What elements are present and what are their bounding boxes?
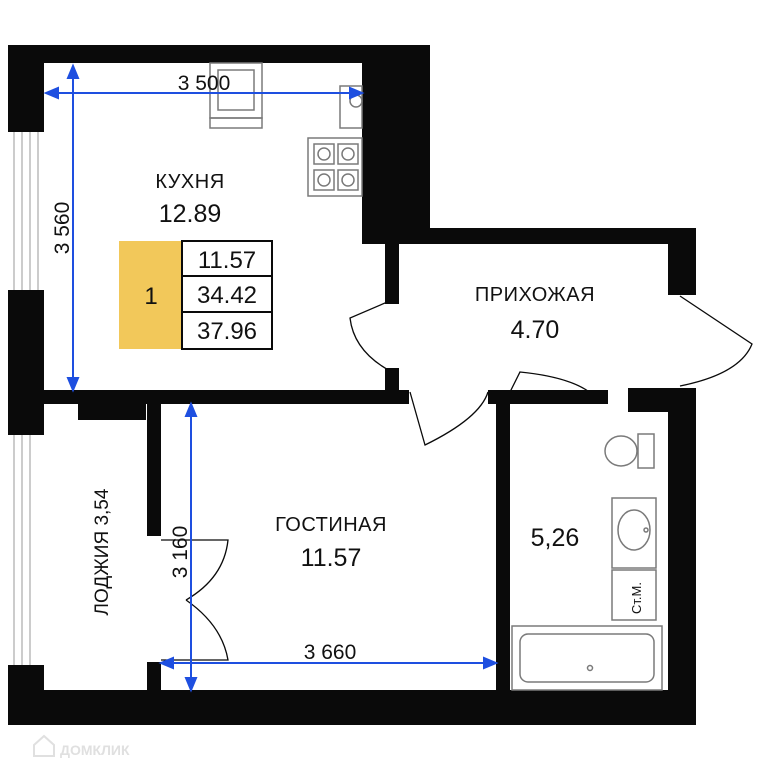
washing-machine: Ст.М.	[611, 569, 657, 621]
walls	[8, 45, 696, 725]
dimension-kitchen-width: 3 500	[178, 72, 231, 95]
dimension-living-width: 3 660	[304, 641, 357, 664]
watermark-text: ДОМКЛИК	[60, 742, 130, 758]
window-kitchen	[8, 132, 44, 290]
area-summary-table: 1 11.57 34.42 37.96	[119, 240, 273, 350]
domclick-logo-icon	[33, 734, 55, 757]
stove-icon	[307, 137, 363, 197]
room-area-hallway: 4.70	[511, 316, 560, 344]
room-name-living: ГОСТИНАЯ	[275, 514, 387, 536]
window-loggia	[13, 435, 31, 665]
room-area-bathroom: 5,26	[531, 524, 580, 552]
rooms-count-badge	[119, 241, 182, 349]
room-name-hallway: ПРИХОЖАЯ	[475, 284, 595, 306]
summary-total-area: 34.42	[197, 282, 257, 309]
rooms-count: 1	[144, 283, 157, 310]
doors	[161, 295, 753, 661]
dimension-lines	[43, 63, 499, 693]
summary-living-area: 11.57	[198, 247, 256, 274]
room-area-living: 11.57	[301, 544, 362, 572]
bathroom-sink-icon	[611, 497, 657, 569]
toilet-icon	[604, 433, 655, 469]
room-label-loggia: ЛОДЖИЯ 3,54	[92, 488, 113, 615]
bathtub-icon	[511, 625, 663, 691]
bathroom-shelves	[671, 423, 687, 515]
washing-machine-label: Ст.М.	[629, 582, 644, 614]
room-name-kitchen: КУХНЯ	[155, 171, 224, 193]
summary-total-with-loggia: 37.96	[197, 318, 257, 345]
watermark: ДОМКЛИК	[33, 734, 130, 758]
room-area-kitchen: 12.89	[159, 200, 222, 228]
kitchen-cabinet	[209, 62, 363, 129]
dimension-kitchen-length: 3 560	[51, 202, 74, 255]
dimension-living-length: 3 160	[169, 526, 192, 579]
